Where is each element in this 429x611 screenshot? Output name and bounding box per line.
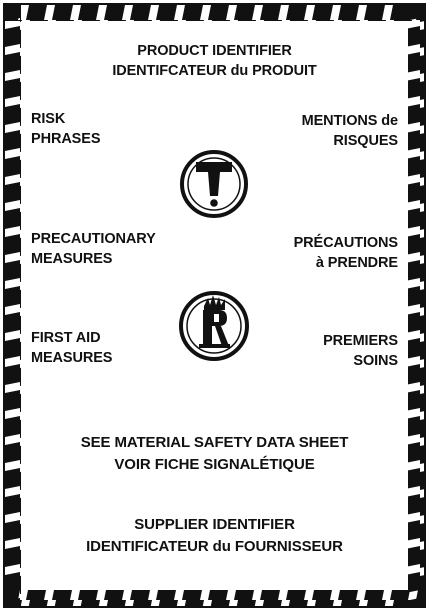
msds-reference: SEE MATERIAL SAFETY DATA SHEET VOIR FICH… bbox=[40, 432, 389, 476]
risk-fr-line2: RISQUES bbox=[333, 133, 398, 149]
first-aid-en-line1: FIRST AID bbox=[31, 330, 101, 346]
border-right bbox=[408, 4, 425, 607]
product-identifier-fr: IDENTIFCATEUR du PRODUIT bbox=[112, 63, 317, 79]
product-identifier-heading: PRODUCT IDENTIFIER IDENTIFCATEUR du PROD… bbox=[40, 41, 389, 81]
supplier-identifier: SUPPLIER IDENTIFIER IDENTIFICATEUR du FO… bbox=[40, 514, 389, 558]
risk-fr-line1: MENTIONS de bbox=[301, 113, 398, 129]
first-aid-measures-fr: PREMIERS SOINS bbox=[323, 331, 398, 371]
flammable-reactive-icon bbox=[179, 291, 249, 361]
risk-phrases-en: RISK PHRASES bbox=[31, 109, 101, 149]
border-top bbox=[4, 4, 425, 21]
supplier-en: SUPPLIER IDENTIFIER bbox=[134, 516, 295, 533]
risk-en-line2: PHRASES bbox=[31, 131, 101, 147]
risk-phrases-fr: MENTIONS de RISQUES bbox=[302, 111, 398, 151]
border-outline bbox=[3, 3, 426, 608]
first-aid-fr-line1: PREMIERS bbox=[323, 333, 398, 349]
precaution-en-line1: PRECAUTIONARY bbox=[31, 231, 156, 247]
precaution-fr-line2: à PRENDRE bbox=[315, 255, 398, 271]
precaution-fr-line1: PRÉCAUTIONS bbox=[293, 235, 399, 251]
first-aid-fr-line2: SOINS bbox=[353, 353, 398, 369]
toxic-t-icon bbox=[180, 150, 248, 218]
msds-fr: VOIR FICHE SIGNALÉTIQUE bbox=[114, 456, 315, 473]
border-left bbox=[4, 4, 21, 607]
msds-en: SEE MATERIAL SAFETY DATA SHEET bbox=[80, 434, 349, 451]
border-bottom bbox=[4, 590, 425, 607]
risk-en-line1: RISK bbox=[31, 111, 66, 127]
precaution-en-line2: MEASURES bbox=[31, 251, 113, 267]
precautionary-measures-fr: PRÉCAUTIONS à PRENDRE bbox=[293, 233, 399, 273]
product-identifier-en: PRODUCT IDENTIFIER bbox=[137, 43, 292, 59]
first-aid-en-line2: MEASURES bbox=[31, 350, 113, 366]
first-aid-measures-en: FIRST AID MEASURES bbox=[31, 328, 112, 368]
supplier-fr: IDENTIFICATEUR du FOURNISSEUR bbox=[86, 538, 343, 555]
precautionary-measures-en: PRECAUTIONARY MEASURES bbox=[31, 229, 156, 269]
